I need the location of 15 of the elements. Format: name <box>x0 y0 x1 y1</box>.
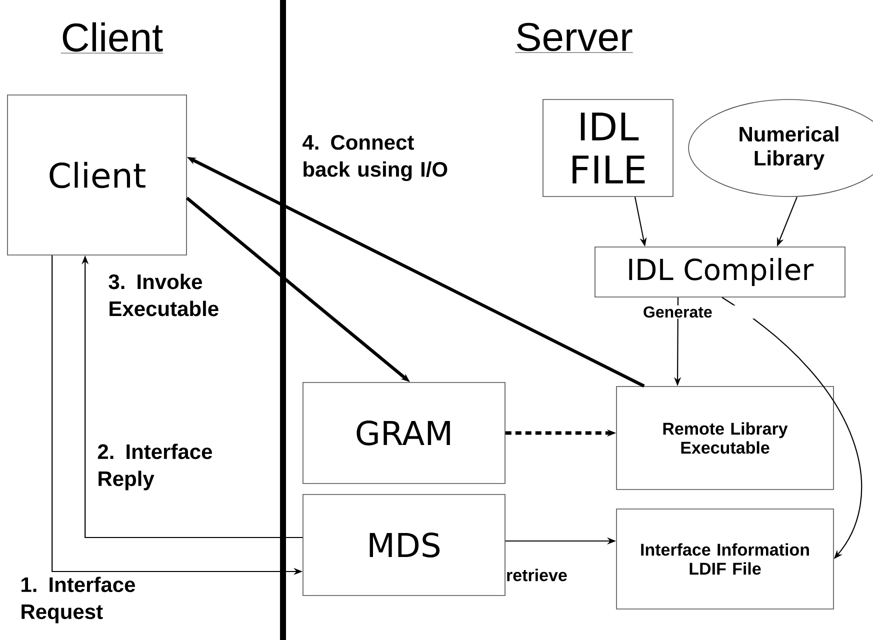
process-box: IDL Compiler <box>594 246 846 298</box>
process-box: GRAM <box>302 382 506 484</box>
edge-label: retrieve <box>507 568 567 582</box>
process-box: Interface Information LDIF File <box>616 508 834 610</box>
column-heading: Client <box>60 22 164 54</box>
edge-label: 2. Interface Reply <box>98 444 212 490</box>
edge-label: 1. Interface Request <box>22 576 136 624</box>
edge-label: 4. Connect back using I/O <box>302 134 448 182</box>
process-box: Client <box>7 94 187 256</box>
edge-label: 3. Invoke Executable <box>108 274 218 316</box>
process-box: MDS <box>302 494 506 596</box>
edge-label: Generate <box>642 305 754 319</box>
process-box: IDL FILE <box>542 99 674 197</box>
process-box: Remote Library Executable <box>616 386 834 490</box>
column-heading: Server <box>514 22 634 53</box>
